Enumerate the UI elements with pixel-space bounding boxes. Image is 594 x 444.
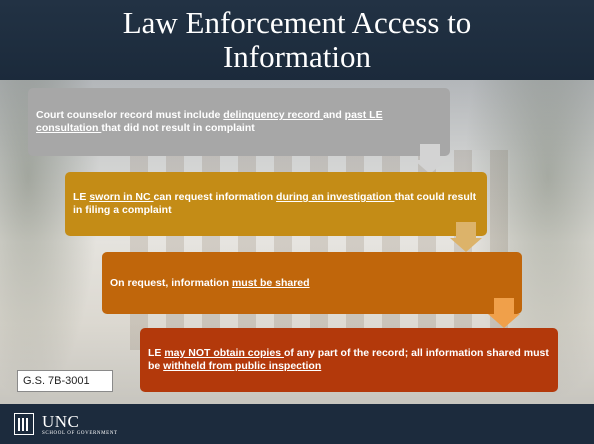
arrow-down-icon-3 (488, 298, 520, 328)
step-phrase: can request information (153, 191, 277, 203)
step-phrase: that could result in filing a complaint (73, 191, 477, 216)
process-step-2: LE sworn in NC can request information d… (65, 172, 487, 236)
underlined-phrase: delinquency record (223, 109, 324, 121)
unc-building-logo-icon (14, 413, 34, 435)
step-phrase: Court counselor record must include (36, 109, 224, 121)
arrow-down-icon-1 (414, 144, 446, 174)
statute-citation: G.S. 7B-3001 (17, 370, 113, 392)
step-phrase: and (323, 109, 345, 121)
step-phrase: that did not result in complaint (101, 122, 255, 134)
step-phrase: On request, information (110, 276, 232, 289)
underlined-phrase: must be shared (231, 276, 310, 289)
slide-title: Law Enforcement Access to Information (122, 5, 472, 74)
step-phrase: LE (148, 347, 165, 359)
step-phrase: of any part of the record; all informati… (148, 347, 549, 372)
underlined-phrase: withheld from public inspection (163, 360, 322, 372)
step-phrase: LE (73, 191, 90, 203)
process-step-4-text: LE may NOT obtain copies of any part of … (148, 347, 550, 373)
process-step-1: Court counselor record must include deli… (28, 88, 450, 156)
title-bar: Law Enforcement Access to Information (0, 0, 594, 80)
underlined-phrase: sworn in NC (89, 191, 154, 203)
process-step-3-text: On request, information must be shared (110, 277, 310, 290)
footer: UNC SCHOOL OF GOVERNMENT (0, 404, 594, 444)
underlined-phrase: may NOT obtain copies (164, 347, 284, 359)
logo-main-text: UNC (42, 411, 80, 431)
unc-logo: UNC SCHOOL OF GOVERNMENT (42, 413, 118, 436)
process-step-4: LE may NOT obtain copies of any part of … (140, 328, 558, 392)
logo-sub-text: SCHOOL OF GOVERNMENT (42, 430, 118, 436)
arrow-down-icon-2 (450, 222, 482, 252)
process-step-1-text: Court counselor record must include deli… (36, 109, 442, 135)
process-step-2-text: LE sworn in NC can request information d… (73, 191, 479, 217)
underlined-phrase: past LE consultation (36, 109, 383, 134)
underlined-phrase: during an investigation (276, 191, 395, 203)
process-step-3: On request, information must be shared (102, 252, 522, 314)
